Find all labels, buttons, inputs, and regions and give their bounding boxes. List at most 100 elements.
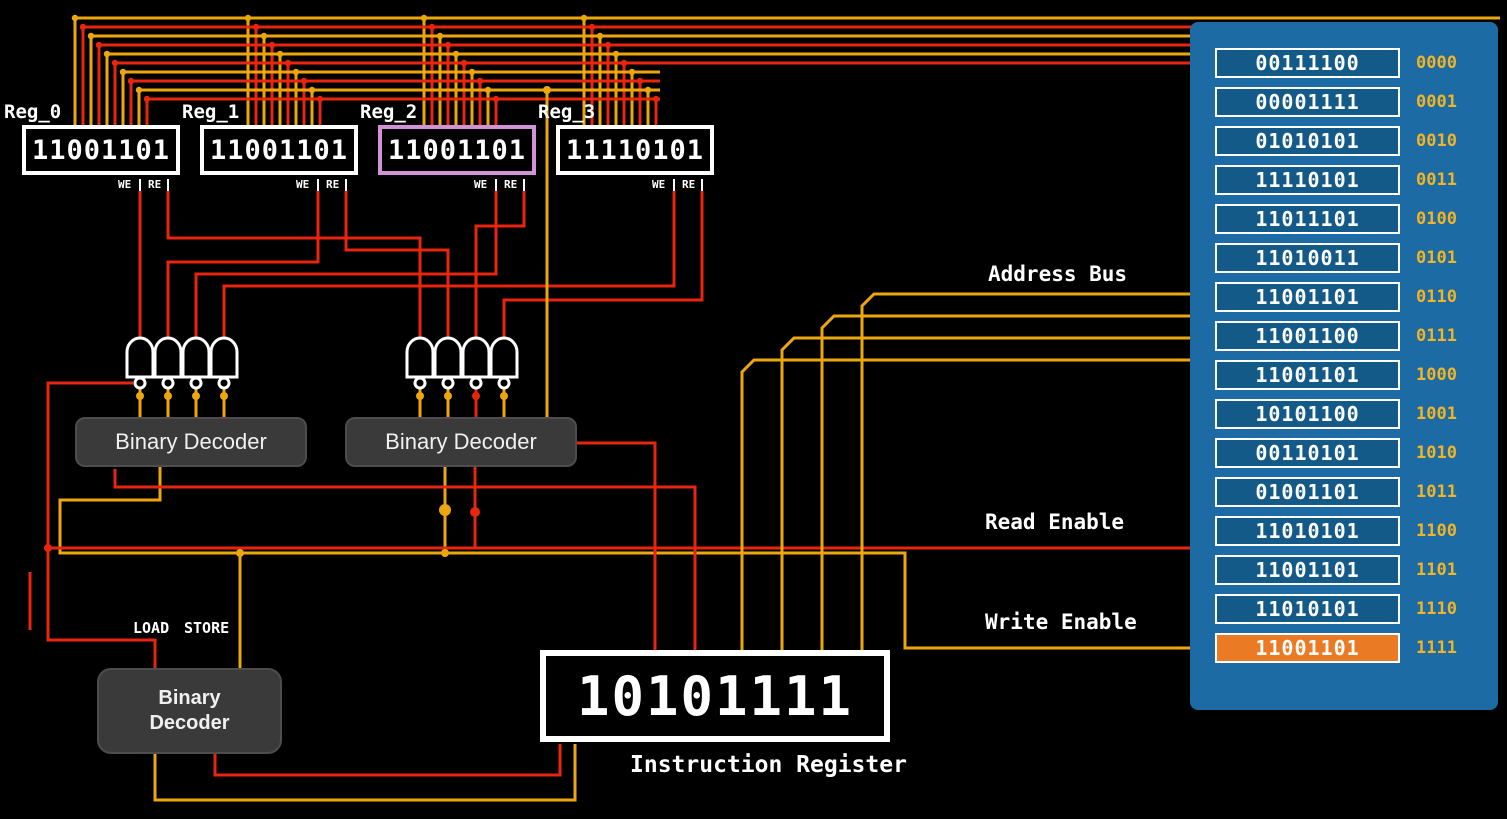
wire-re xyxy=(166,191,422,339)
and-gate xyxy=(181,336,211,379)
write-enable-pin-label: WE xyxy=(118,178,132,191)
memory-cell-value: 01010101 xyxy=(1255,129,1360,153)
junction-dot xyxy=(441,549,449,557)
read-enable-pin-label: RE xyxy=(682,178,696,191)
wire-re xyxy=(344,191,450,339)
memory-cell-address: 0010 xyxy=(1416,131,1457,151)
memory-cell-value: 11001100 xyxy=(1255,324,1360,348)
register: Reg_0 11001101 WE RE xyxy=(4,101,180,195)
write-enable-pin-label: WE xyxy=(296,178,310,191)
memory-panel: 00111100 0000 00001111 0001 01010101 001… xyxy=(1190,22,1498,710)
wire-address-bus xyxy=(740,358,1196,652)
memory-cell: 11001101 xyxy=(1215,360,1400,390)
address-bus-label: Address Bus xyxy=(988,262,1128,286)
wire-address-bus xyxy=(780,336,1196,652)
memory-row: 10101100 1001 xyxy=(1190,399,1498,429)
write-enable-label: Write Enable xyxy=(985,610,1137,634)
instruction-register-label: Instruction Register xyxy=(630,752,907,778)
memory-cell-address: 1011 xyxy=(1416,482,1457,502)
wire-load-input xyxy=(46,548,157,668)
register-value: 11001101 xyxy=(209,134,349,166)
memory-row: 11010101 1100 xyxy=(1190,516,1498,546)
register: Reg_3 11110101 WE RE xyxy=(538,101,714,195)
register-value-box: 11001101 xyxy=(378,125,536,175)
decoder-label: Binary Decoder xyxy=(385,429,537,454)
memory-cell: 01010101 xyxy=(1215,126,1400,156)
memory-row: 11010101 1110 xyxy=(1190,594,1498,624)
memory-row: 11001101 1101 xyxy=(1190,555,1498,585)
memory-cell: 01001101 xyxy=(1215,477,1400,507)
memory-row: 11011101 0100 xyxy=(1190,204,1498,234)
junction-dot xyxy=(439,504,451,516)
memory-cell-address: 1000 xyxy=(1416,365,1457,385)
memory-cell-address: 1110 xyxy=(1416,599,1457,619)
memory-cell-address: 0101 xyxy=(1416,248,1457,268)
memory-cell-value: 11010101 xyxy=(1255,597,1360,621)
gate-bubble xyxy=(497,376,511,390)
gate-bubble xyxy=(217,376,231,390)
memory-cell-address: 1101 xyxy=(1416,560,1457,580)
memory-cell-address: 1010 xyxy=(1416,443,1457,463)
decoder-label: Binary Decoder xyxy=(115,429,267,454)
gate-bubble xyxy=(413,376,427,390)
register-value: 11001101 xyxy=(387,134,527,166)
read-enable-pin-label: RE xyxy=(148,178,162,191)
memory-cell-address: 0110 xyxy=(1416,287,1457,307)
write-enable-pin-label: WE xyxy=(652,178,666,191)
memory-cell-address: 0001 xyxy=(1416,92,1457,112)
junction-dot xyxy=(472,392,480,400)
memory-cell-address: 1100 xyxy=(1416,521,1457,541)
memory-cell-value: 11110101 xyxy=(1255,168,1360,192)
register-pins: WE RE xyxy=(378,175,536,195)
junction-dot xyxy=(192,392,200,400)
memory-row: 00110101 1010 xyxy=(1190,438,1498,468)
wire-ir-feed xyxy=(113,469,697,652)
register-name: Reg_1 xyxy=(182,101,240,123)
memory-cell-value: 11010011 xyxy=(1255,246,1360,270)
junction-dot xyxy=(236,549,244,557)
memory-cell-address: 0100 xyxy=(1416,209,1457,229)
wire-address-bus xyxy=(860,292,1196,652)
write-enable-pin-label: WE xyxy=(474,178,488,191)
register: Reg_2 11001101 WE RE xyxy=(360,101,536,195)
and-gate xyxy=(433,336,463,379)
decoder-label: Binary Decoder xyxy=(149,687,230,734)
and-gate xyxy=(489,336,519,379)
memory-cell: 11010011 xyxy=(1215,243,1400,273)
junction-dot xyxy=(416,392,424,400)
binary-decoder-loadstore: Binary Decoder xyxy=(97,668,282,754)
gate-bubble xyxy=(161,376,175,390)
memory-row: 00111100 0000 xyxy=(1190,48,1498,78)
junction-dot xyxy=(220,392,228,400)
wire-we xyxy=(194,191,498,339)
load-label: LOAD xyxy=(133,619,170,637)
store-label: STORE xyxy=(184,619,230,637)
memory-row: 01001101 1011 xyxy=(1190,477,1498,507)
and-gate xyxy=(209,336,239,379)
junction-dot xyxy=(44,544,52,552)
memory-row: 01010101 0010 xyxy=(1190,126,1498,156)
memory-cell-value: 11001101 xyxy=(1255,636,1360,660)
memory-cell-address: 0111 xyxy=(1416,326,1457,346)
and-gate xyxy=(405,336,435,379)
memory-cell: 00110101 xyxy=(1215,438,1400,468)
memory-cell-value: 00111100 xyxy=(1255,51,1360,75)
read-enable-pin-label: RE xyxy=(504,178,518,191)
memory-row: 11010011 0101 xyxy=(1190,243,1498,273)
memory-cell: 10101100 xyxy=(1215,399,1400,429)
memory-cell-value: 11010101 xyxy=(1255,519,1360,543)
instruction-register: 10101111 xyxy=(540,650,890,742)
register-pins: WE RE xyxy=(22,175,180,195)
register-name: Reg_0 xyxy=(4,101,62,123)
register-value: 11110101 xyxy=(565,134,705,166)
junction-dot xyxy=(164,392,172,400)
gate-bubble xyxy=(441,376,455,390)
wire-write-enable xyxy=(58,467,1196,650)
memory-cell-value: 10101100 xyxy=(1255,402,1360,426)
register-value: 11001101 xyxy=(31,134,171,166)
read-enable-label: Read Enable xyxy=(985,510,1125,534)
wire-re xyxy=(474,191,526,339)
register-value-box: 11110101 xyxy=(556,125,714,175)
register-name: Reg_3 xyxy=(538,101,596,123)
memory-cell-value: 11011101 xyxy=(1255,207,1360,231)
